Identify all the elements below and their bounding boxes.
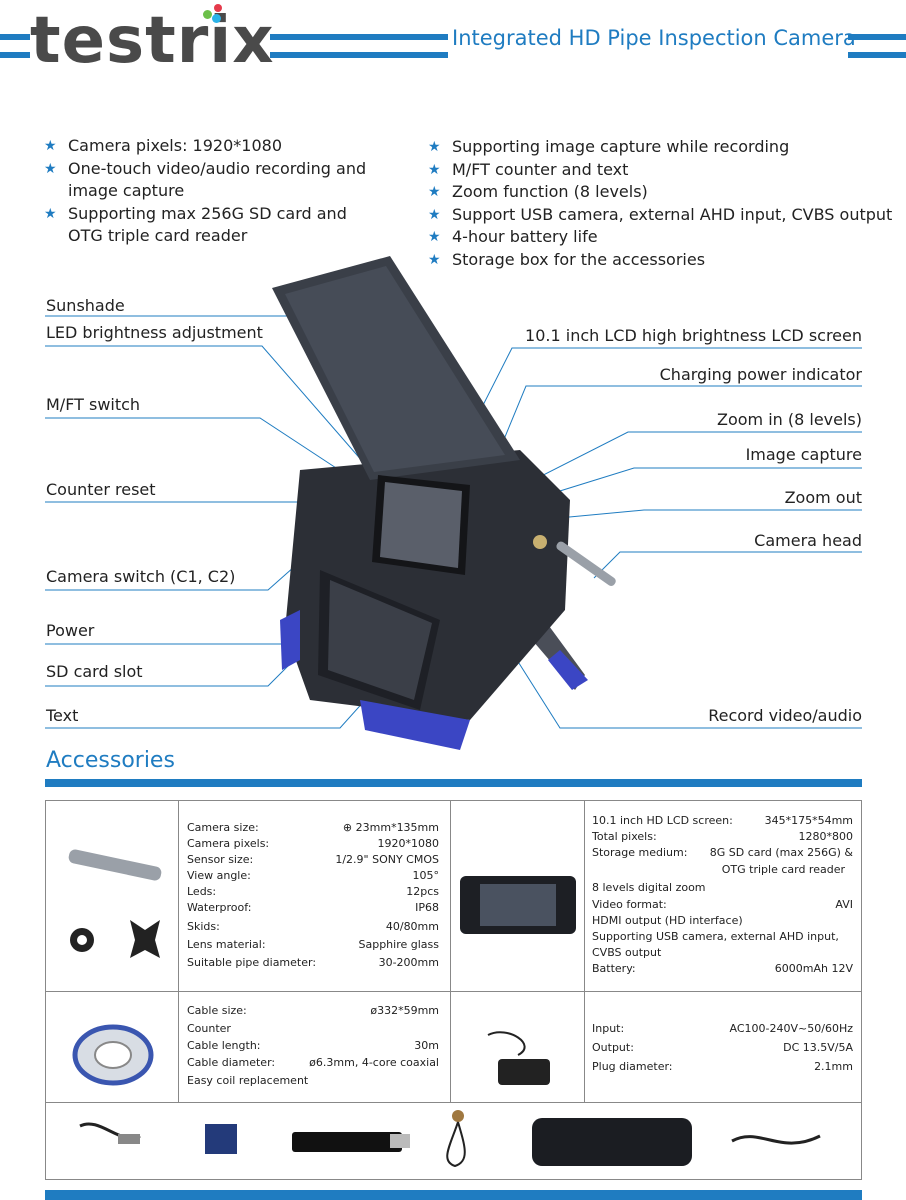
accessories-strip-image [79, 1110, 821, 1168]
star-icon: ★ [44, 205, 57, 222]
spec-note: CVBS output [592, 946, 662, 959]
features-right: ★Supporting image capture while recordin… [428, 136, 898, 271]
camera-probe-image [68, 849, 162, 958]
star-icon: ★ [428, 251, 441, 268]
spec-note: Easy coil replacement [187, 1074, 309, 1087]
footer-bar [45, 1190, 862, 1200]
spec-row: Cable diameter:ø6.3mm, 4-core coaxial [187, 1056, 439, 1069]
cell-accessories-strip [45, 1102, 862, 1180]
star-icon: ★ [428, 161, 441, 178]
header-bar-right-2 [848, 52, 906, 58]
label-zoom-out: Zoom out [784, 488, 862, 507]
spec-row: Camera pixels:1920*1080 [187, 837, 439, 850]
star-icon: ★ [428, 184, 441, 200]
spec-row: 10.1 inch HD LCD screen:345*175*54mm [592, 814, 853, 827]
feature-item: ★Supporting image capture while recordin… [428, 136, 898, 159]
label-charging-indicator: Charging power indicator [659, 365, 862, 384]
accessories-bar [45, 779, 862, 787]
feature-item: ★Camera pixels: 1920*1080 [44, 135, 384, 158]
spec-note: HDMI output (HD interface) [592, 914, 743, 927]
star-icon: ★ [44, 160, 57, 177]
adapter-specs: Input:AC100-240V~50/60Hz Output:DC 13.5V… [592, 1019, 853, 1076]
brand-logo: testrix [30, 4, 275, 78]
feature-item: ★Support USB camera, external AHD input,… [428, 204, 898, 227]
features-left: ★Camera pixels: 1920*1080 ★One-touch vid… [44, 135, 384, 248]
spec-row: Suitable pipe diameter:30-200mm [187, 956, 439, 969]
feature-item: ★One-touch video/audio recording and ima… [44, 158, 367, 201]
accessories-title: Accessories [46, 748, 175, 773]
header-bar-mid [270, 34, 448, 40]
label-zoom-in: Zoom in (8 levels) [716, 410, 862, 429]
label-camera-head: Camera head [754, 531, 862, 550]
monitor-specs: 10.1 inch HD LCD screen:345*175*54mm Tot… [592, 813, 853, 977]
spec-row: Skids:40/80mm [187, 920, 439, 933]
spec-row: Lens material:Sapphire glass [187, 938, 439, 951]
logo-dot-red [214, 4, 222, 12]
spec-row: Cable size:ø332*59mm [187, 1004, 439, 1017]
spec-row: Video format:AVI [592, 898, 853, 911]
label-mft-switch: M/FT switch [46, 395, 141, 414]
spec-row: Battery:6000mAh 12V [592, 962, 853, 975]
spec-row: Storage medium:8G SD card (max 256G) & [592, 846, 853, 859]
cable-reel-image [72, 1024, 154, 1086]
feature-item: ★Zoom function (8 levels) [428, 181, 898, 204]
logo-dot-green [203, 10, 212, 19]
feature-item: ★M/FT counter and text [428, 159, 898, 182]
cable-specs: Cable size:ø332*59mm Counter Cable lengt… [187, 1002, 439, 1090]
spec-row: Waterproof:IP68 [187, 901, 439, 914]
star-icon: ★ [44, 138, 57, 154]
star-icon: ★ [428, 139, 441, 155]
spec-row: OTG triple card reader [721, 863, 845, 876]
label-image-capture: Image capture [745, 445, 862, 464]
label-lcd-screen: 10.1 inch LCD high brightness LCD screen [525, 326, 862, 345]
label-counter-reset: Counter reset [46, 480, 156, 499]
spec-row: Camera size:⊕ 23mm*135mm [187, 821, 439, 834]
star-icon: ★ [428, 229, 441, 245]
spec-note: Supporting USB camera, external AHD inpu… [592, 930, 839, 943]
logo-dot-blue [212, 14, 221, 23]
camera-specs: Camera size:⊕ 23mm*135mm Camera pixels:1… [187, 820, 439, 972]
label-sd-card-slot: SD card slot [46, 662, 143, 681]
header-title: Integrated HD Pipe Inspection Camera [452, 26, 856, 50]
spec-row: Cable length:30m [187, 1039, 439, 1052]
spec-row: Sensor size:1/2.9" SONY CMOS [187, 853, 439, 866]
header-bar-mid-2 [270, 52, 448, 58]
header-bar-right [848, 34, 906, 40]
spec-row: Total pixels:1280*800 [592, 830, 853, 843]
label-sunshade: Sunshade [46, 296, 125, 315]
label-power: Power [46, 621, 95, 640]
header-bar-left [0, 34, 30, 40]
label-camera-switch: Camera switch (C1, C2) [46, 567, 236, 586]
label-text: Text [46, 706, 79, 725]
label-record: Record video/audio [708, 706, 862, 725]
power-adapter-image [487, 1031, 550, 1085]
spec-note: Counter [187, 1022, 231, 1035]
spec-row: Output:DC 13.5V/5A [592, 1041, 853, 1054]
monitor-image [460, 876, 576, 934]
spec-row: Plug diameter:2.1mm [592, 1060, 853, 1073]
feature-item: ★4-hour battery life [428, 226, 898, 249]
spec-row: Leds:12pcs [187, 885, 439, 898]
star-icon: ★ [428, 206, 441, 223]
feature-item: ★Storage box for the accessories [428, 249, 898, 272]
spec-row: Input:AC100-240V~50/60Hz [592, 1022, 853, 1035]
header-bar-left-2 [0, 52, 30, 58]
label-led-brightness: LED brightness adjustment [46, 323, 263, 342]
device-illustration [45, 256, 862, 750]
spec-row: View angle:105° [187, 869, 439, 882]
spec-note: 8 levels digital zoom [592, 881, 706, 894]
feature-item: ★Supporting max 256G SD card and OTG tri… [44, 203, 347, 246]
